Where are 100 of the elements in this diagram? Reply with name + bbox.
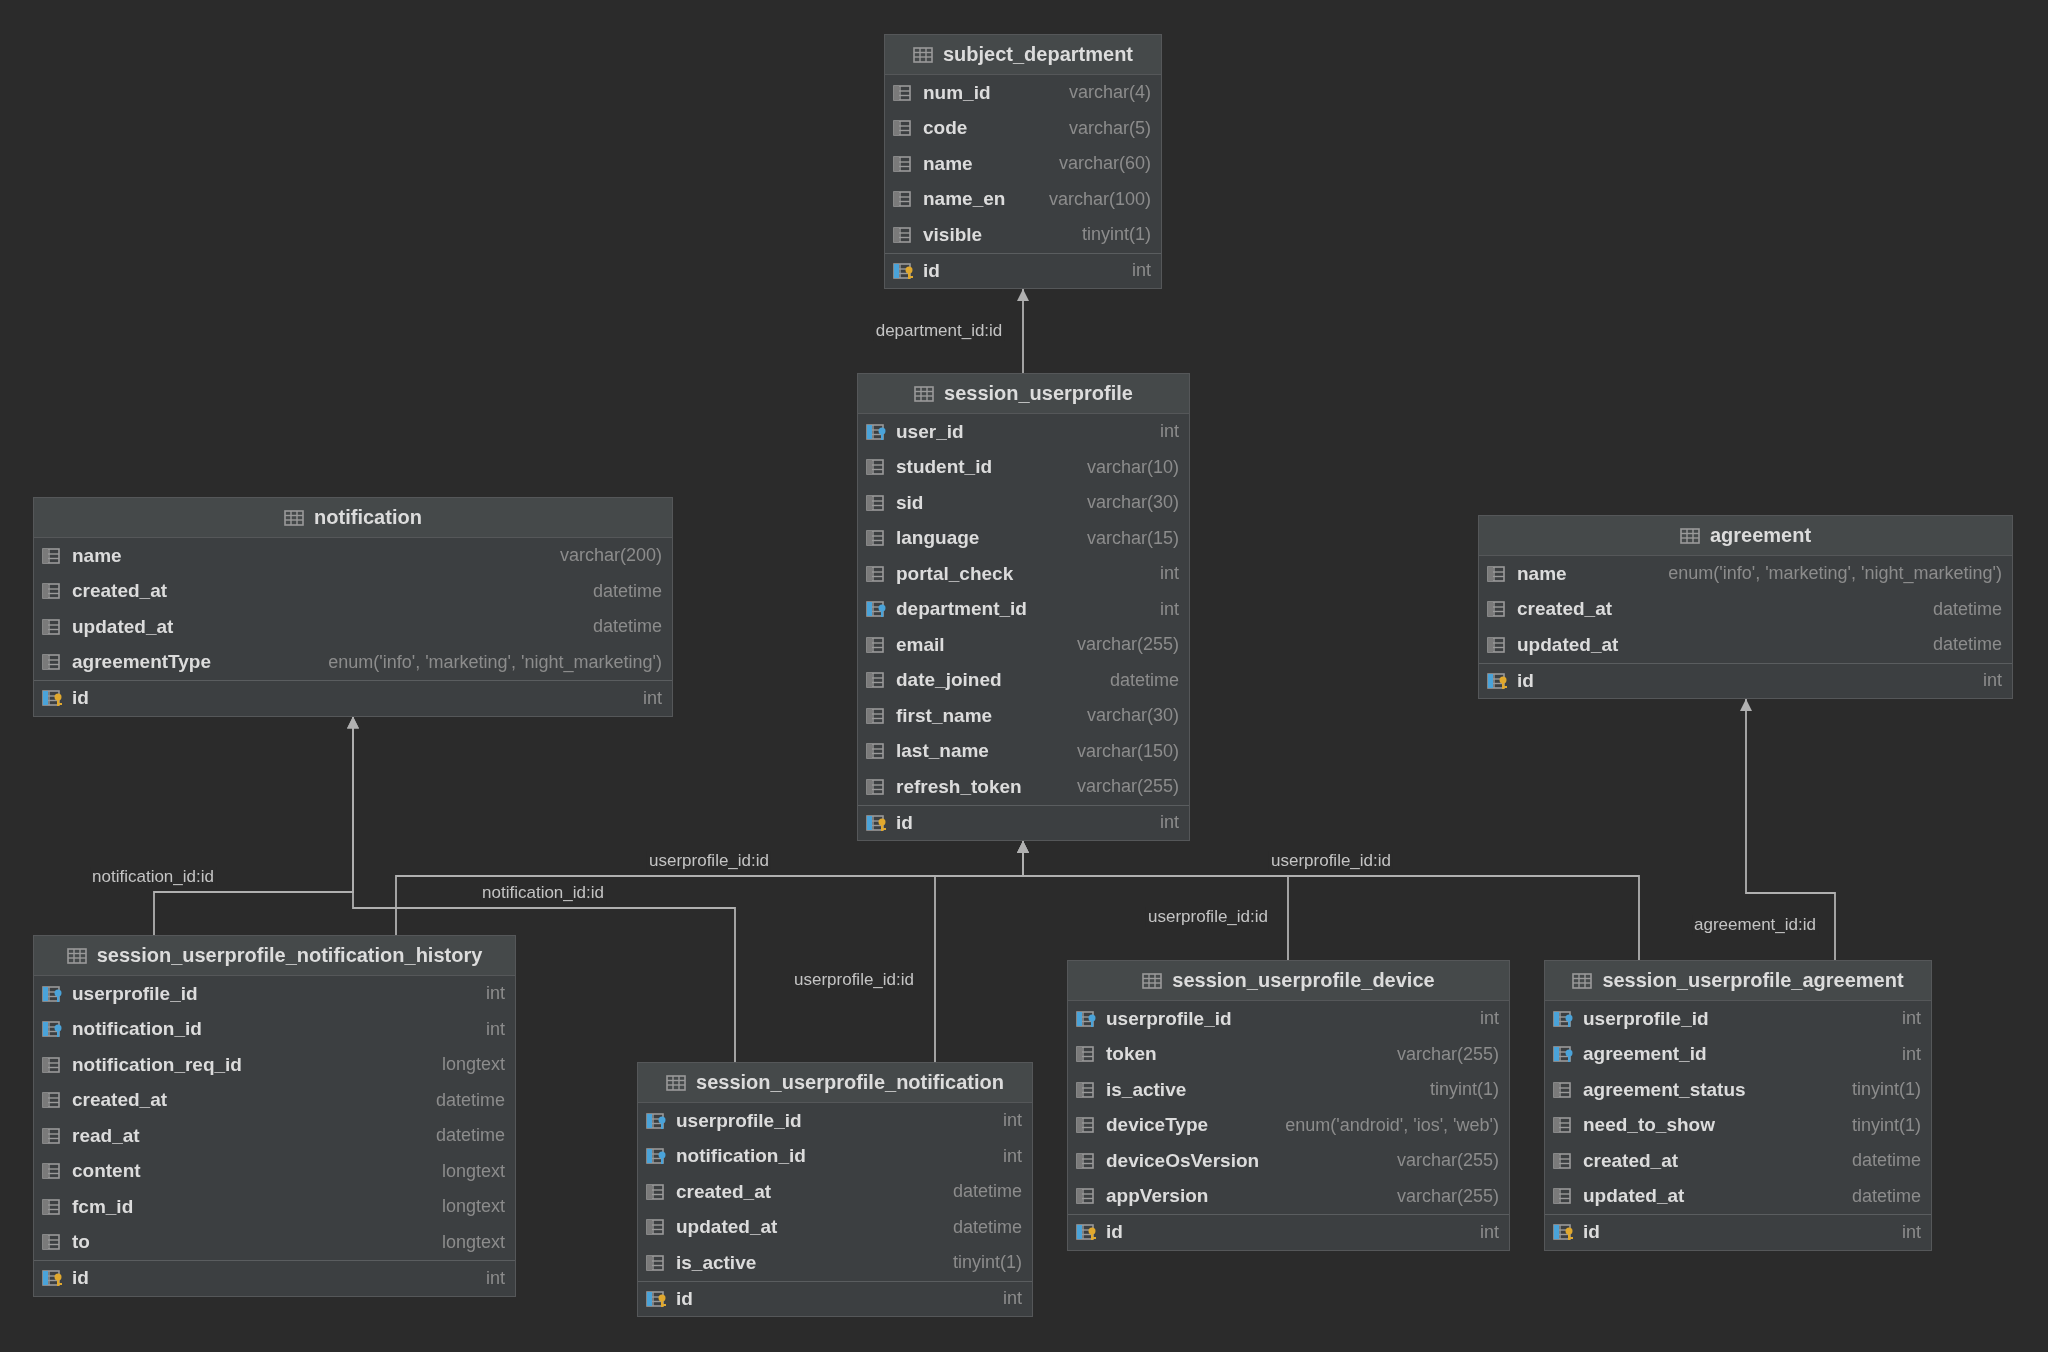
column-type: int [1160,421,1179,443]
column-type: int [486,1267,505,1289]
column-name: created_at [1517,598,1613,621]
column-type: datetime [592,616,662,638]
column-name: code [923,117,968,140]
table-name: session_userprofile [944,382,1133,405]
column-name: content [72,1160,141,1183]
column-type: enum('android', 'ios', 'web') [1285,1114,1499,1136]
column-type: datetime [1851,1185,1921,1207]
column-type: enum('info', 'marketing', 'night_marketing') [328,651,662,673]
column-name: userprofile_id [676,1109,802,1132]
table-box [857,373,1190,841]
column-type: varchar(30) [1086,705,1179,727]
table-name: agreement [1709,524,1812,547]
column-name: userprofile_id [72,982,198,1005]
column-name: is_active [1106,1078,1187,1101]
column-name: userprofile_id [1583,1007,1709,1030]
column-name: visible [923,223,983,246]
edge-label: userprofile_id:id [1269,851,1393,871]
column-name: fcm_id [72,1195,134,1218]
column-type: datetime [1932,598,2002,620]
column-type: varchar(200) [559,545,662,567]
column-name: id [72,1267,89,1290]
column-type: int [486,983,505,1005]
column-type: datetime [1109,669,1179,691]
column-name: department_id [896,598,1027,621]
column-name: num_id [923,81,991,104]
column-type: varchar(255) [1076,634,1179,656]
column-type: int [643,687,662,709]
column-type: longtext [441,1231,505,1253]
column-name: id [923,259,940,282]
column-type: datetime [1851,1150,1921,1172]
column-name: email [896,633,945,656]
column-type: tinyint(1) [1081,224,1151,246]
column-name: created_at [72,1089,168,1112]
column-type: int [1902,1008,1921,1030]
column-type: datetime [435,1089,505,1111]
relation-arrow [1017,840,1640,961]
column-type: int [1160,598,1179,620]
column-name: name [1517,562,1567,585]
relation-arrow [1017,288,1029,374]
column-name: date_joined [896,669,1002,692]
column-type: int [1480,1008,1499,1030]
column-type: varchar(5) [1068,117,1151,139]
column-type: int [1160,812,1179,834]
column-name: name [72,544,122,567]
column-name: name [923,152,973,175]
table-box [637,1062,1033,1317]
column-type: int [1003,1110,1022,1132]
column-type: datetime [952,1181,1022,1203]
table-name: session_userprofile_device [1172,969,1435,992]
column-name: id [676,1287,693,1310]
table-box [884,34,1162,289]
edge-label: notification_id:id [90,867,216,887]
column-type: int [1983,670,2002,692]
column-type: varchar(30) [1086,492,1179,514]
column-name: portal_check [896,562,1014,585]
column-name: user_id [896,420,964,443]
table-name: session_userprofile_notification [696,1071,1004,1094]
column-type: varchar(255) [1076,776,1179,798]
column-name: updated_at [676,1216,778,1239]
table-box [1067,960,1510,1251]
column-type: tinyint(1) [1851,1114,1921,1136]
column-type: tinyint(1) [1851,1079,1921,1101]
table-name: subject_department [942,43,1134,66]
column-name: id [896,811,913,834]
column-name: need_to_show [1583,1114,1715,1137]
column-type: tinyint(1) [952,1252,1022,1274]
relation-arrow [347,715,736,1063]
column-name: name_en [923,188,1006,211]
edge-label: agreement_id:id [1692,915,1818,935]
table-box [1478,515,2013,699]
column-type: varchar(150) [1076,740,1179,762]
column-type: varchar(15) [1086,527,1179,549]
column-name: to [72,1231,90,1254]
column-name: id [72,687,89,710]
edge-label: userprofile_id:id [1146,907,1270,927]
column-type: longtext [441,1196,505,1218]
relation-arrow [1740,698,1836,961]
column-name: id [1517,669,1534,692]
column-type: longtext [441,1160,505,1182]
column-type: datetime [952,1216,1022,1238]
column-type: int [1480,1221,1499,1243]
column-name: updated_at [72,615,174,638]
column-type: longtext [441,1054,505,1076]
column-name: userprofile_id [1106,1007,1232,1030]
column-type: varchar(255) [1396,1150,1499,1172]
column-name: appVersion [1106,1185,1209,1208]
column-name: read_at [72,1124,140,1147]
column-type: tinyint(1) [1429,1079,1499,1101]
column-name: updated_at [1583,1185,1685,1208]
column-name: agreement_status [1583,1078,1746,1101]
column-name: deviceOsVersion [1106,1149,1260,1172]
column-type: datetime [1932,634,2002,656]
column-type: datetime [435,1125,505,1147]
column-type: int [1003,1145,1022,1167]
column-name: agreementType [72,651,212,674]
table-box [33,935,516,1297]
column-name: created_at [72,580,168,603]
column-name: last_name [896,740,989,763]
